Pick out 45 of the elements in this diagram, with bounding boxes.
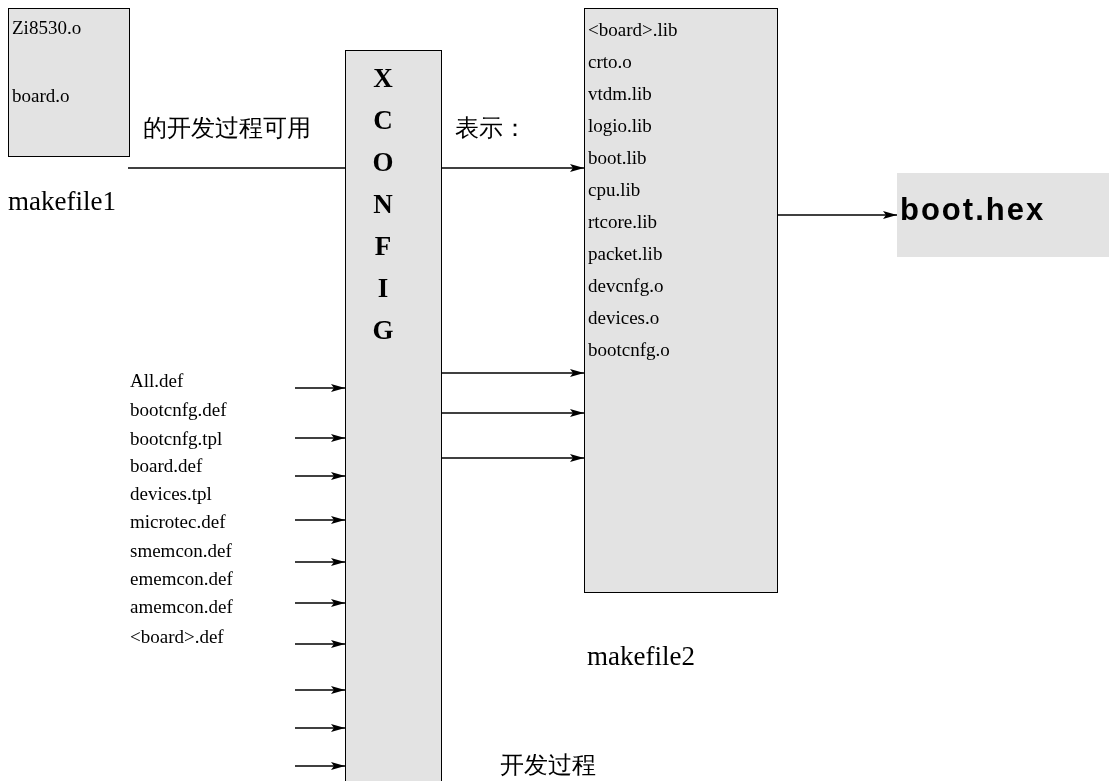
arrow — [294, 599, 346, 607]
file-name: smemcon.def — [130, 540, 232, 562]
tool-box — [345, 50, 442, 781]
arrow — [294, 472, 346, 480]
file-name: crto.o — [588, 51, 632, 73]
output-file-name: boot.hex — [900, 192, 1046, 228]
file-name: amemcon.def — [130, 596, 233, 618]
vertical-title: X C O N F I G — [371, 62, 395, 347]
output-box — [897, 173, 1109, 257]
arrow — [294, 516, 346, 524]
file-box — [8, 8, 130, 157]
arrow — [294, 434, 346, 442]
file-name: All.def — [130, 370, 184, 392]
file-name: ememcon.def — [130, 568, 233, 590]
arrow — [294, 640, 346, 648]
file-name: devices.o — [588, 307, 660, 329]
arrow — [294, 762, 346, 770]
arrow — [294, 724, 346, 732]
file-name: cpu.lib — [588, 179, 641, 201]
file-name: <board>.def — [130, 626, 224, 648]
file-list-box — [584, 8, 778, 593]
file-name: boot.lib — [588, 147, 647, 169]
connector-line — [127, 167, 346, 169]
file-name: board.def — [130, 455, 203, 477]
file-name: microtec.def — [130, 511, 226, 533]
file-name: Zi8530.o — [12, 17, 82, 39]
arrow — [294, 686, 346, 694]
file-name: devices.tpl — [130, 483, 212, 505]
caption-text: 表示： — [455, 113, 527, 144]
file-name: bootcnfg.tpl — [130, 428, 223, 450]
caption-text: 的开发过程可用 — [143, 113, 311, 144]
file-name: bootcnfg.o — [588, 339, 670, 361]
file-name: <board>.lib — [588, 19, 678, 41]
makefile-label: makefile2 — [587, 641, 695, 672]
file-name: vtdm.lib — [588, 83, 652, 105]
arrow — [294, 558, 346, 566]
file-name: logio.lib — [588, 115, 652, 137]
arrow — [294, 384, 346, 392]
makefile-label: makefile1 — [8, 186, 116, 217]
file-name: board.o — [12, 85, 70, 107]
file-name: devcnfg.o — [588, 275, 664, 297]
caption-text: 开发过程 — [500, 750, 596, 781]
file-name: bootcnfg.def — [130, 399, 227, 421]
file-name: rtcore.lib — [588, 211, 658, 233]
file-name: packet.lib — [588, 243, 663, 265]
